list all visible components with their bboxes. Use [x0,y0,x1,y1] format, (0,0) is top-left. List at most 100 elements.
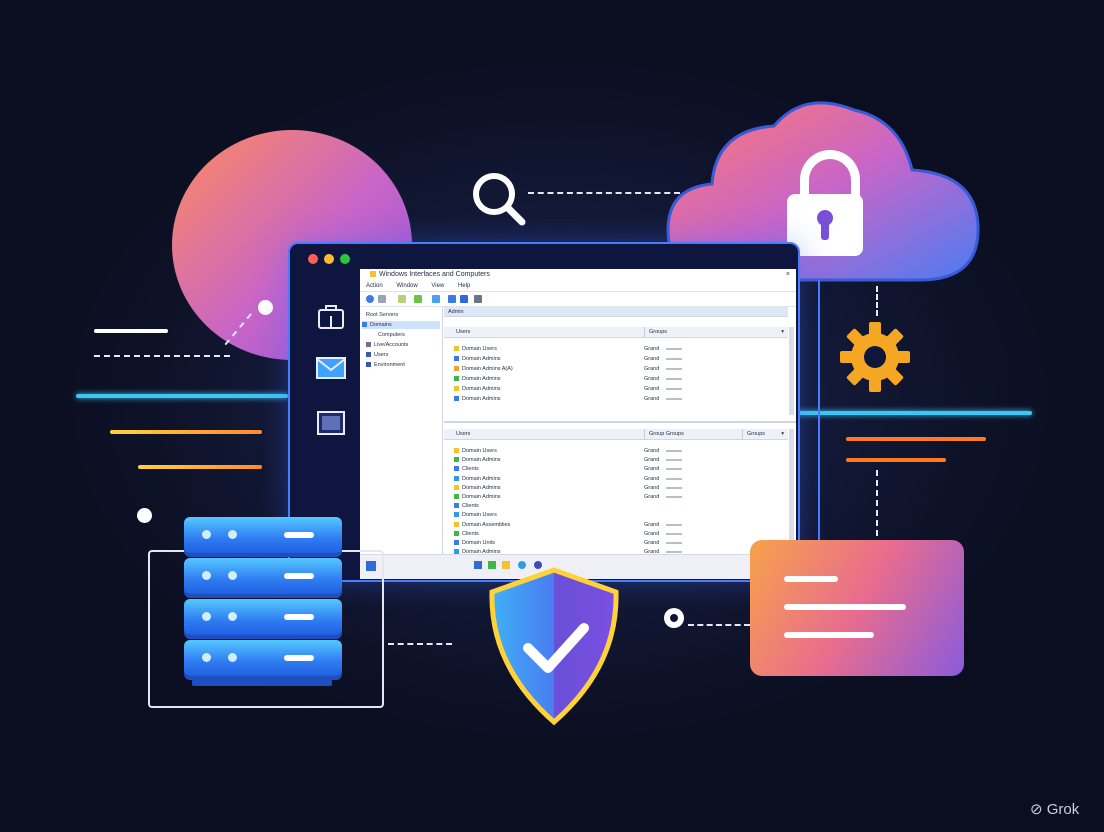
table-row[interactable]: Domain Admins Grand [454,484,682,492]
app-icon[interactable] [488,561,496,569]
orange-line [846,458,946,462]
node-dot [258,300,273,315]
window-icon[interactable] [316,410,346,436]
row-name: Domain Admins [462,457,501,464]
user-group-icon [454,466,459,472]
menu-bar: Action Window View Help [360,281,796,292]
user-group-icon [454,356,459,362]
menu-window[interactable]: Window [396,283,418,289]
start-icon[interactable] [366,561,376,571]
close-icon[interactable]: × [785,271,790,278]
dashed-connector [388,643,452,645]
view-icon[interactable] [448,295,456,303]
folder-icon [370,271,376,278]
tree-header: Root Servers [366,312,399,318]
tree-item[interactable]: Environment [366,361,405,369]
user-group-icon [454,396,459,402]
row-type: Grand [644,366,660,372]
forward-icon[interactable] [378,295,386,303]
row-type: Grand [644,484,660,491]
server-unit [184,640,342,676]
folder-icon[interactable] [502,561,510,569]
menu-help[interactable]: Help [457,283,471,289]
orange-line [110,430,262,434]
refresh-icon[interactable] [414,295,422,303]
table-row[interactable]: Domain Users [454,511,497,519]
node-dot [137,508,152,523]
back-icon[interactable] [366,295,374,303]
node-dot-inner [670,614,678,622]
col-extra[interactable]: Groups [742,429,765,439]
dashed-connector [688,624,750,626]
maximize-dot[interactable] [340,254,350,264]
minimize-dot[interactable] [324,254,334,264]
scrollbar[interactable] [789,429,794,553]
row-type: Grand [644,466,660,473]
bag-icon[interactable] [316,302,346,330]
row-value-bar [666,542,682,544]
tree-item[interactable]: Live/Accounts [366,341,408,349]
table-row[interactable]: Domain Admins A(A) Grand [454,365,682,373]
mail-icon[interactable] [316,356,346,380]
grok-icon: ⊘ [1030,801,1043,818]
menu-view[interactable]: View [431,283,445,289]
row-type: Grand [644,540,660,546]
cyan-line [764,411,1032,415]
menu-action[interactable]: Action [366,283,383,289]
user-group-icon [454,457,459,463]
column-header[interactable]: Users Groups ▾ [444,327,788,338]
dashed-connector [528,192,680,194]
scrollbar[interactable] [789,327,794,415]
col-name[interactable]: Users [456,329,471,335]
row-value-bar [666,523,682,526]
delete-icon[interactable] [460,295,468,303]
row-value-bar [666,348,682,350]
row-value-bar [666,388,682,390]
column-header[interactable]: Users Group Groups Groups ▾ [444,429,788,440]
taskbar [360,554,796,579]
close-dot[interactable] [308,254,318,264]
properties-icon[interactable] [398,295,406,303]
col-type[interactable]: Groups [644,327,667,337]
row-value-bar [666,450,682,452]
white-line [94,329,168,333]
row-type: Grand [644,346,660,352]
app-title-text: Windows Interfaces and Computers [379,271,490,278]
export-icon[interactable] [432,295,440,303]
windows-icon[interactable] [474,561,482,569]
row-value-bar [666,398,682,400]
col-name[interactable]: Users [456,431,471,437]
tree-item-selected[interactable]: Domains [362,321,440,329]
gear-icon [840,322,910,392]
chevron-down-icon[interactable]: ▾ [781,431,784,437]
row-name: Domain Admins [462,484,501,491]
filter-icon[interactable] [474,295,482,303]
user-group-icon [454,366,459,372]
row-name: Domain Admins [462,356,501,362]
app-icon[interactable] [534,561,542,569]
tree-item[interactable]: Computers [378,332,405,338]
chevron-down-icon[interactable]: ▾ [781,329,784,335]
row-name: Domain Admins A(A) [462,366,513,372]
row-value-bar [666,532,682,535]
col-type[interactable]: Group Groups [644,429,684,439]
tree-item[interactable]: Users [366,351,388,359]
edge-icon[interactable] [518,561,526,569]
table-row[interactable]: Clients [454,502,479,510]
row-value-bar [666,486,682,489]
user-group-icon [454,530,459,536]
